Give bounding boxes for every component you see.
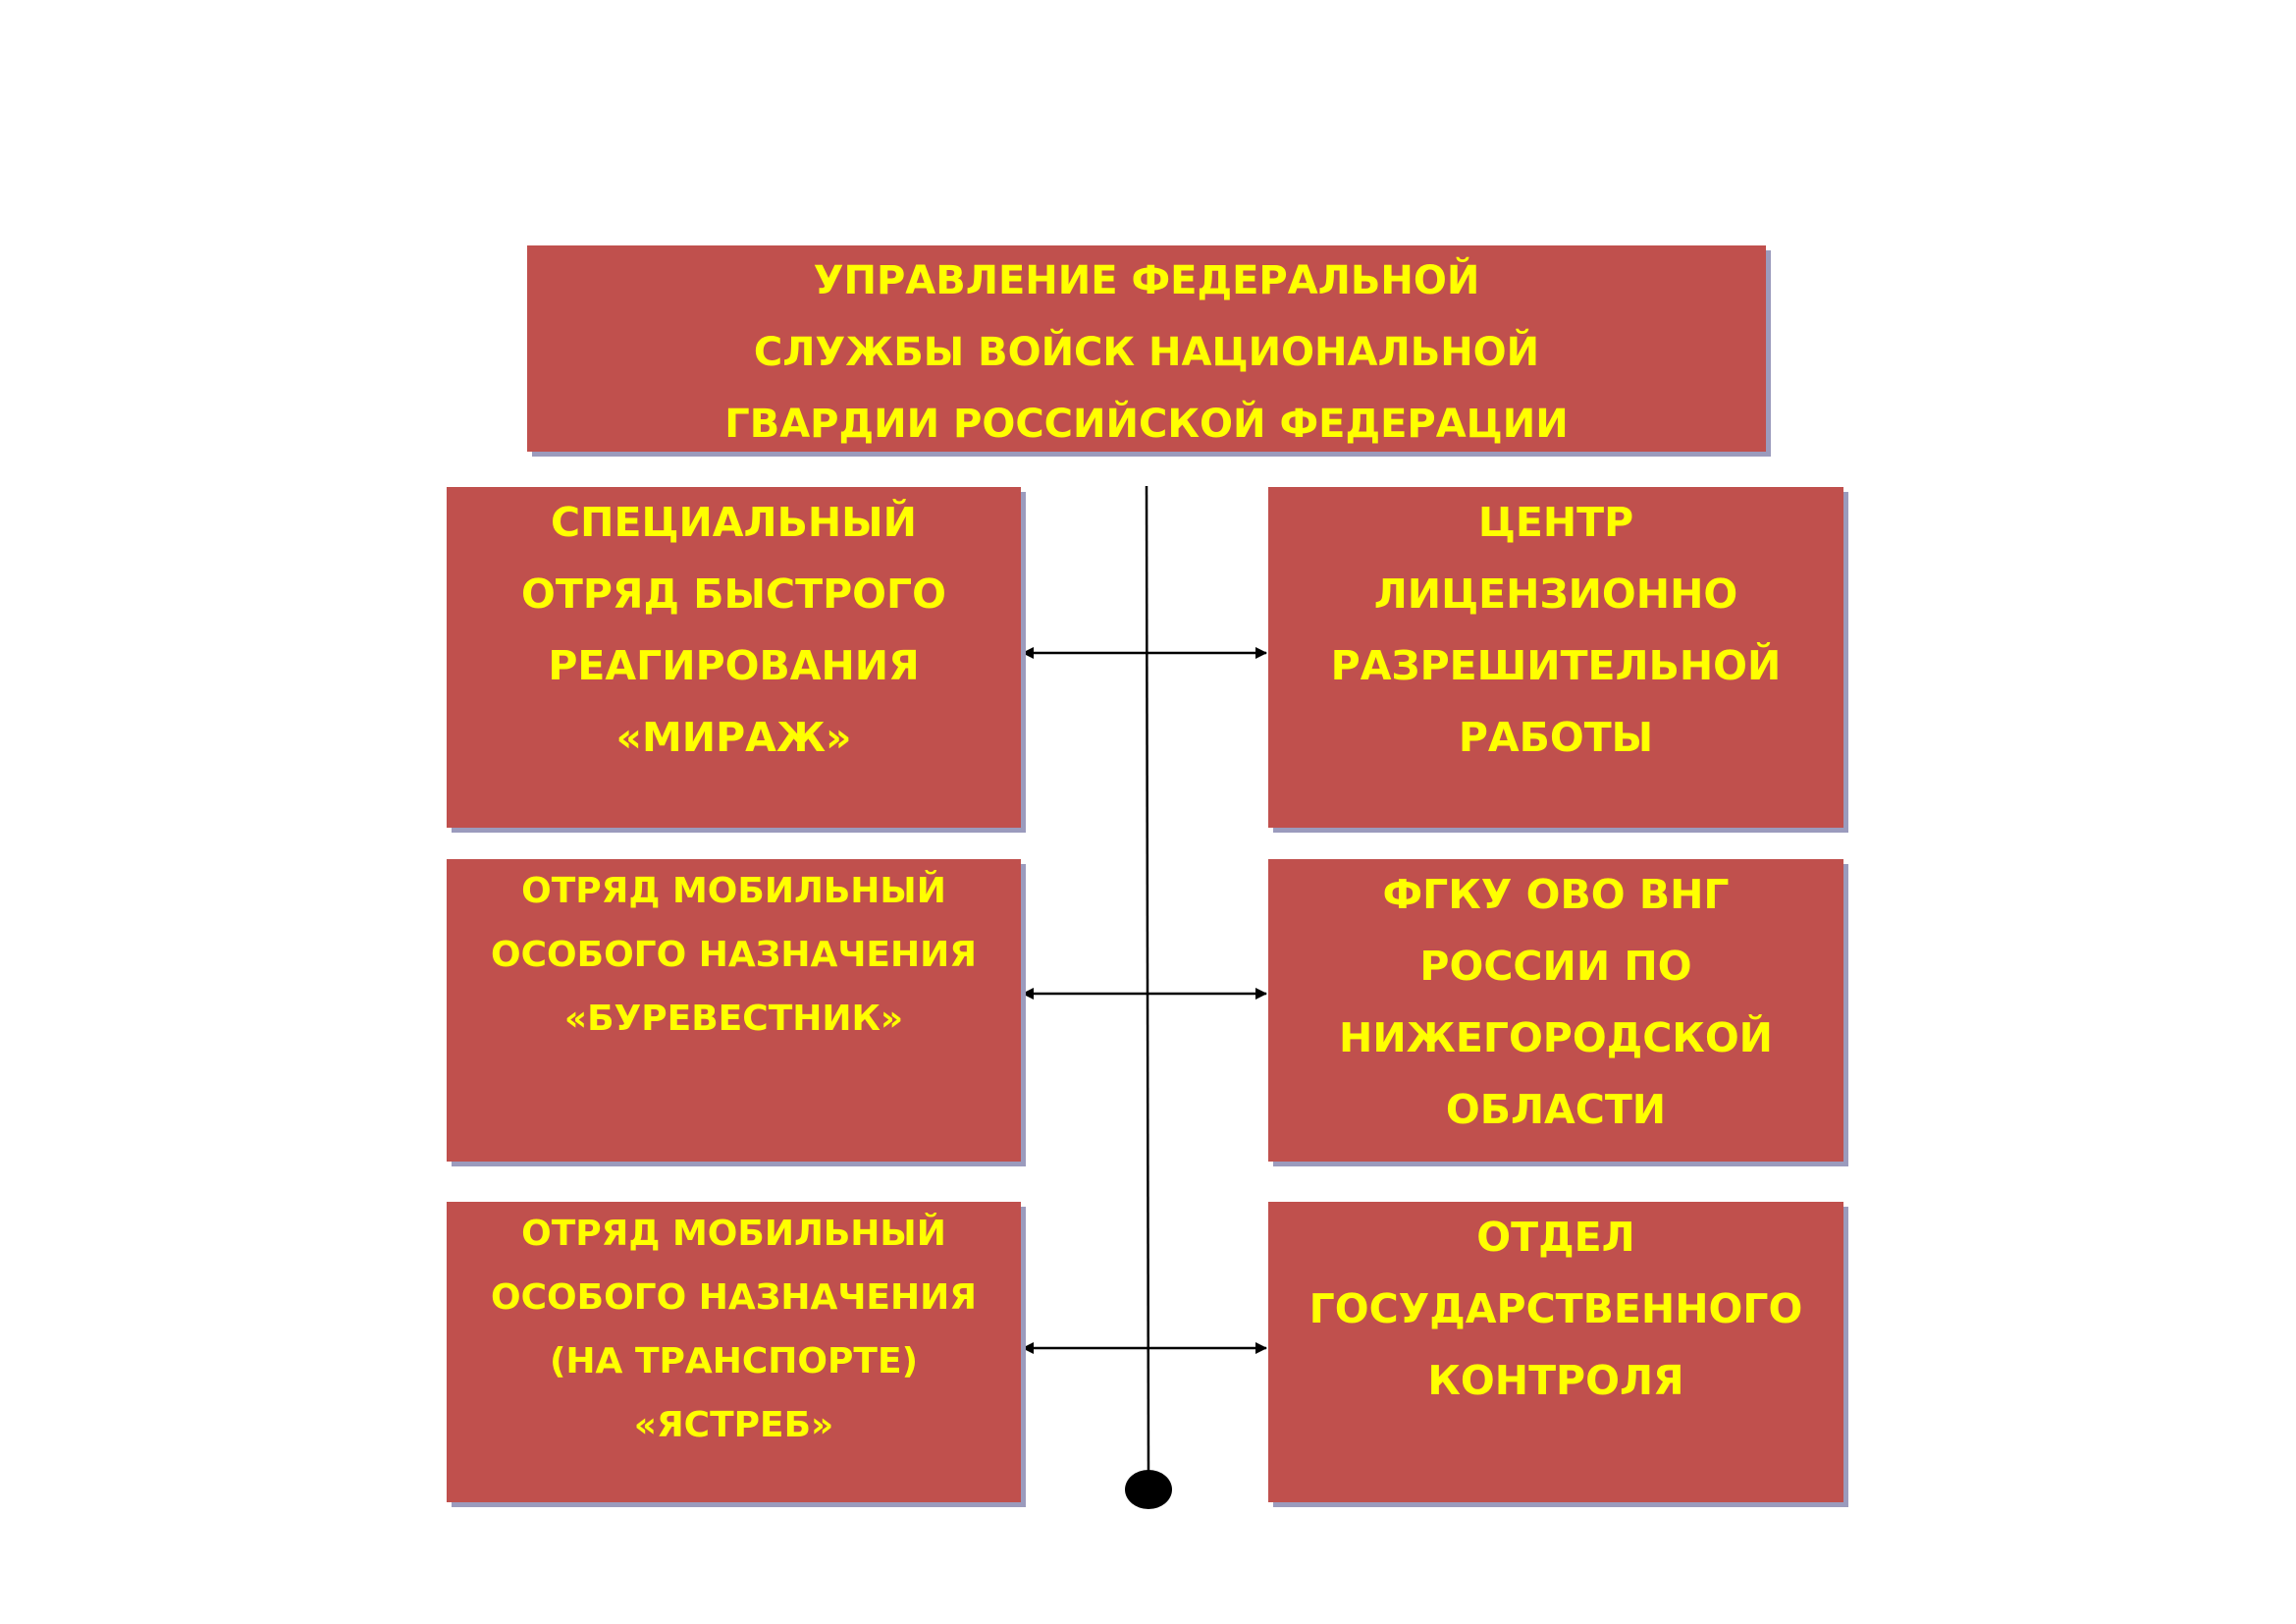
box-line: ОСОБОГО НАЗНАЧЕНИЯ [491, 935, 977, 975]
box-licensing-center: ЦЕНТР ЛИЦЕНЗИОННО РАЗРЕШИТЕЛЬНОЙ РАБОТЫ [1268, 487, 1843, 828]
box-line: ОТРЯД МОБИЛЬНЫЙ [521, 1214, 946, 1254]
top-box-line: УПРАВЛЕНИЕ ФЕДЕРАЛЬНОЙ [813, 258, 1480, 303]
box-line: РЕАГИРОВАНИЯ [548, 642, 920, 689]
box-ovo-nizhny-novgorod: ФГКУ ОВО ВНГ РОССИИ ПО НИЖЕГОРОДСКОЙ ОБЛ… [1268, 859, 1843, 1162]
box-line: СПЕЦИАЛЬНЫЙ [551, 499, 917, 546]
box-line: ОТДЕЛ [1476, 1214, 1635, 1261]
box-line: НИЖЕГОРОДСКОЙ [1339, 1014, 1773, 1061]
top-box-line: СЛУЖБЫ ВОЙСК НАЦИОНАЛЬНОЙ [753, 330, 1540, 375]
box-line: ОБЛАСТИ [1445, 1086, 1667, 1133]
box-line: ОСОБОГО НАЗНАЧЕНИЯ [491, 1277, 977, 1318]
vertical-trunk-line [1145, 485, 1150, 1486]
box-line: ОТРЯД БЫСТРОГО [521, 570, 946, 618]
top-box-directorate: УПРАВЛЕНИЕ ФЕДЕРАЛЬНОЙ СЛУЖБЫ ВОЙСК НАЦИ… [527, 245, 1766, 452]
trunk-end-dot [1125, 1470, 1172, 1509]
box-line: (НА ТРАНСПОРТЕ) [549, 1341, 919, 1381]
box-line: РАБОТЫ [1458, 714, 1654, 761]
box-line: ФГКУ ОВО ВНГ [1382, 871, 1730, 918]
top-box-line: ГВАРДИИ РОССИЙСКОЙ ФЕДЕРАЦИИ [724, 402, 1569, 447]
box-line: «ЯСТРЕБ» [633, 1405, 834, 1445]
box-line: РАЗРЕШИТЕЛЬНОЙ [1330, 642, 1782, 689]
box-line: ОТРЯД МОБИЛЬНЫЙ [521, 871, 946, 911]
box-line: КОНТРОЛЯ [1427, 1357, 1684, 1404]
box-yastreb-unit: ОТРЯД МОБИЛЬНЫЙ ОСОБОГО НАЗНАЧЕНИЯ (НА Т… [447, 1202, 1021, 1502]
box-line: «БУРЕВЕСТНИК» [563, 999, 904, 1039]
box-line: ГОСУДАРСТВЕННОГО [1308, 1285, 1803, 1332]
box-line: ЦЕНТР [1477, 499, 1634, 546]
box-state-control-department: ОТДЕЛ ГОСУДАРСТВЕННОГО КОНТРОЛЯ [1268, 1202, 1843, 1502]
box-line: ЛИЦЕНЗИОННО [1373, 570, 1738, 618]
box-mirage-unit: СПЕЦИАЛЬНЫЙ ОТРЯД БЫСТРОГО РЕАГИРОВАНИЯ … [447, 487, 1021, 828]
box-line: РОССИИ ПО [1419, 943, 1692, 990]
box-line: «МИРАЖ» [615, 714, 852, 761]
box-burevestnik-unit: ОТРЯД МОБИЛЬНЫЙ ОСОБОГО НАЗНАЧЕНИЯ «БУРЕ… [447, 859, 1021, 1162]
